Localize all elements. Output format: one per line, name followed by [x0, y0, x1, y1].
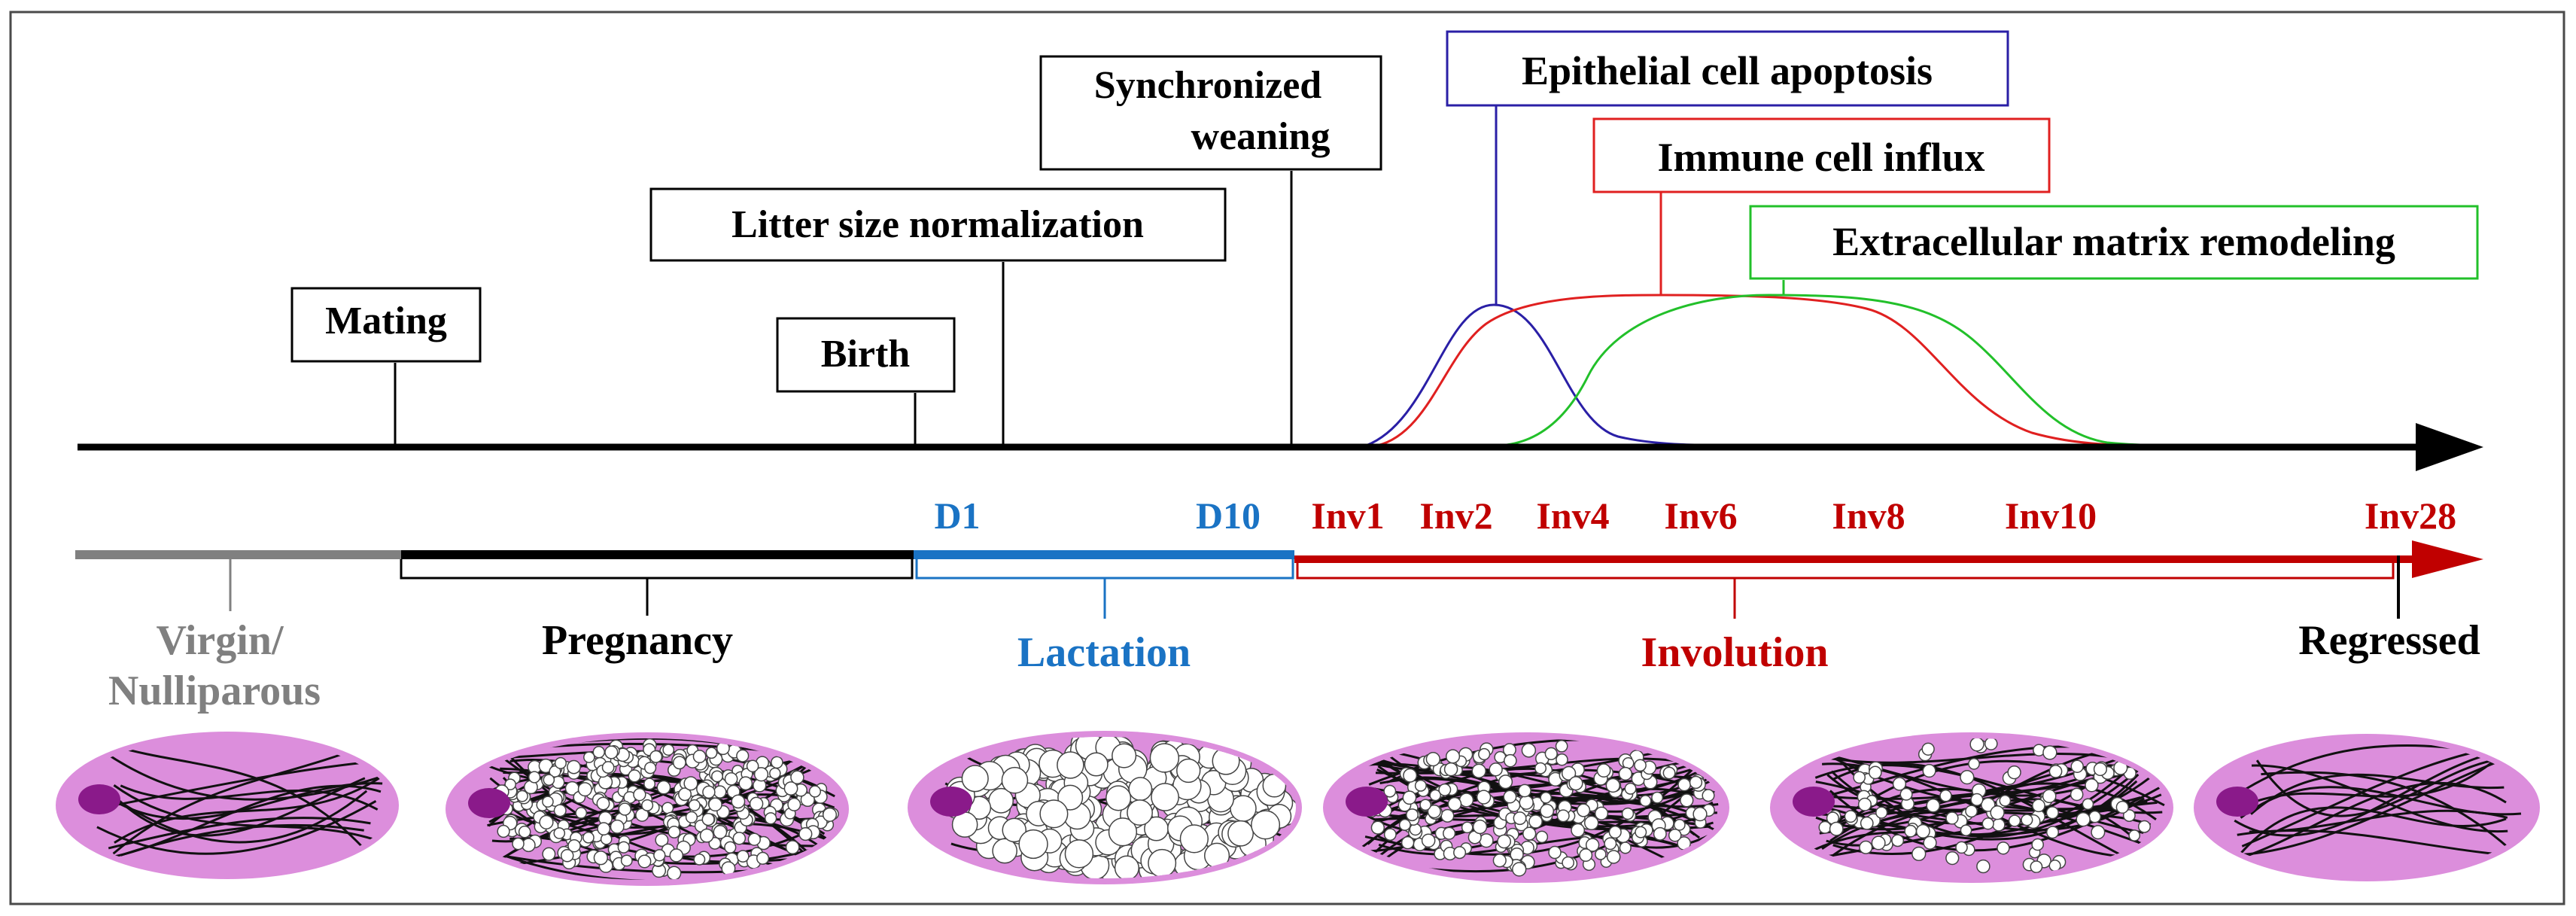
- lymph-node: [2216, 787, 2258, 817]
- stage-lactation-label: Lactation: [1017, 629, 1191, 676]
- timepoint-d1: D1: [934, 495, 980, 537]
- bracket-involution: [1296, 563, 2395, 619]
- gland-regressed: [2194, 734, 2540, 881]
- bracket-pregnancy: [400, 559, 914, 616]
- process-ecm-label: Extracellular matrix remodeling: [1832, 219, 2395, 264]
- curve-ecm-remodeling: Extracellular matrix remodeling: [1497, 205, 2479, 447]
- gland-pregnancy: [446, 732, 849, 886]
- event-mating: Mating: [290, 287, 482, 446]
- timepoint-inv1: Inv1: [1311, 495, 1384, 537]
- curve-immune-influx: Immune cell influx: [1376, 117, 2168, 447]
- event-weaning-label-2: weaning: [1191, 115, 1331, 158]
- event-synchronized-weaning: Synchronized weaning: [1039, 55, 1382, 446]
- gland-illustrations: [56, 731, 2540, 886]
- bracket-lactation: [915, 559, 1294, 619]
- stage-pregnancy-label: Pregnancy: [542, 617, 733, 664]
- event-birth: Birth: [776, 317, 956, 446]
- gland-involution-early: [1323, 732, 1729, 883]
- stage-labels: Virgin/ Nulliparous Pregnancy Lactation …: [108, 617, 2480, 714]
- process-apoptosis-label: Epithelial cell apoptosis: [1522, 48, 1933, 93]
- lymph-node: [930, 787, 972, 817]
- gland-lactation: [908, 731, 1302, 884]
- lymph-node: [1793, 787, 1835, 817]
- timepoint-inv6: Inv6: [1664, 495, 1737, 537]
- timepoint-inv2: Inv2: [1419, 495, 1492, 537]
- timepoint-d10: D10: [1196, 495, 1261, 537]
- gland-involution-late: [1770, 732, 2173, 883]
- timepoint-inv4: Inv4: [1536, 495, 1609, 537]
- stage-virgin-label-1: Virgin/: [156, 617, 284, 664]
- gland-virgin: [56, 732, 399, 879]
- timepoint-inv8: Inv8: [1832, 495, 1905, 537]
- time-axis: [78, 423, 2483, 471]
- stage-bar: [75, 540, 2483, 578]
- stage-involution-label: Involution: [1641, 629, 1829, 676]
- process-immune-label: Immune cell influx: [1657, 135, 1984, 180]
- timepoint-inv28: Inv28: [2365, 495, 2456, 537]
- lymph-node: [78, 784, 120, 814]
- event-litter-size-normalization: Litter size normalization: [649, 187, 1227, 446]
- event-birth-label: Birth: [821, 333, 911, 376]
- event-weaning-label-1: Synchronized: [1094, 64, 1322, 107]
- event-litter-label: Litter size normalization: [731, 203, 1144, 246]
- event-mating-label: Mating: [325, 300, 447, 342]
- lymph-node: [1346, 787, 1388, 817]
- timepoint-inv10: Inv10: [2005, 495, 2097, 537]
- curve-apoptosis: Epithelial cell apoptosis: [1365, 30, 2009, 447]
- timepoint-labels: D1 D10 Inv1 Inv2 Inv4 Inv6 Inv8 Inv10 In…: [934, 495, 2456, 537]
- lymph-node: [468, 788, 510, 818]
- stage-regressed-label: Regressed: [2298, 617, 2480, 664]
- stage-virgin-label-2: Nulliparous: [108, 668, 321, 714]
